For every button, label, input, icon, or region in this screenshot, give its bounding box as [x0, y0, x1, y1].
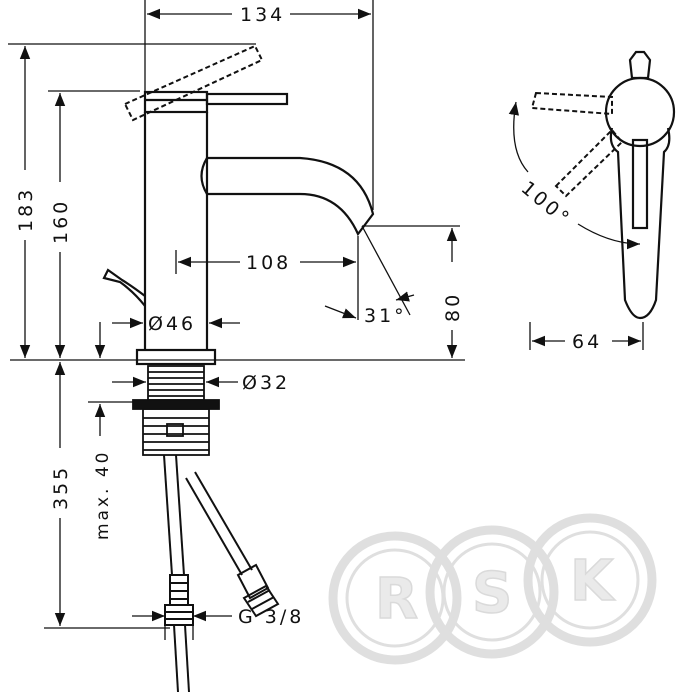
dim-thread-g38: G 3/8 [238, 606, 304, 628]
faucet-side-view [604, 50, 676, 320]
watermark-letter-s: S [472, 561, 512, 626]
dim-shank-diameter-32: Ø32 [242, 372, 290, 394]
lever-open-dashed [123, 44, 264, 122]
dim-height-160: 160 [50, 199, 72, 244]
dim-spout-angle-31: 31° [364, 305, 407, 327]
faucet-front-view [102, 90, 375, 366]
side-lever-dashed [530, 91, 624, 198]
watermark-letter-k: K [570, 549, 616, 614]
threaded-shank [132, 365, 220, 456]
dim-side-width-64: 64 [572, 331, 602, 353]
dim-lever-angle-100: 100° [517, 177, 575, 231]
dim-below-deck-355: 355 [50, 465, 72, 510]
watermark-letter-r: R [375, 567, 418, 632]
dim-width-134: 134 [240, 4, 285, 26]
dim-spout-height-80: 80 [442, 292, 464, 322]
dimension-lines [8, 0, 644, 640]
dim-max-thickness-40: max. 40 [93, 450, 113, 540]
supply-hoses [163, 454, 280, 693]
dim-body-diameter-46: Ø46 [148, 313, 196, 335]
rsk-watermark: R S K [328, 513, 657, 665]
dim-height-183: 183 [15, 187, 37, 232]
dim-spout-reach-108: 108 [246, 252, 291, 274]
